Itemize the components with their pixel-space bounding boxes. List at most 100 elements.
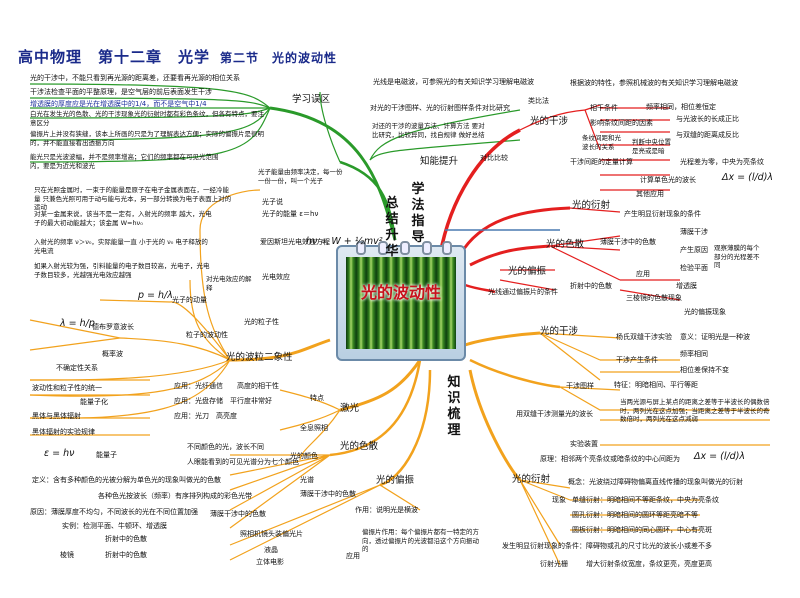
k-condition: 干涉产生条件 xyxy=(616,356,658,364)
lambda-formula: λ = h/p xyxy=(60,318,95,329)
k-disk: 圆板衍射：明暗相间的同心圆环，中心有亮斑 xyxy=(572,526,712,534)
binder-ring-icon xyxy=(400,241,410,255)
misconception-item: 干涉法检查平面的平整原理，是空气层的前后表面发生干涉 xyxy=(30,88,212,96)
ability-item: 对还的干涉的波量方法、计算方法 要对比研究，比较异同，找自规律 做好总结 xyxy=(372,122,485,139)
ability-item: 对比比较 xyxy=(480,154,508,162)
k-ds-note: 当两光源与屏上某点的距离之差等于半波长的偶数倍时，两列光在这点加强；当距离之差等… xyxy=(620,398,770,423)
k-obvious: 发生明显衍射现象的条件：障碍物或孔的尺寸比光的波长小或差不多 xyxy=(502,542,712,550)
int-item: 条纹间距和光波长的关系 xyxy=(582,134,621,151)
center-node: 光的波动性 xyxy=(336,241,466,361)
int-item: 计算单色光的波长 xyxy=(640,176,696,184)
prism-spec: 折射中的色散 xyxy=(105,551,147,559)
misconception-item: 增透膜的厚度应是光在增透膜中的1/4，而不是空气中1/4 xyxy=(30,100,207,108)
node-misconceptions: 学习误区 xyxy=(292,94,331,105)
page-title: 高中物理 第十二章 光学第二节 光的波动性 xyxy=(18,48,338,66)
photon-note: 光子说 xyxy=(262,198,283,206)
node-prob-wave: 概率波 xyxy=(102,350,123,358)
center-label: 光的波动性 xyxy=(360,283,441,302)
k-single-slit: 单缝衍射：明暗相间不等距条纹，中央为亮条纹 xyxy=(572,496,719,504)
int-item: 光程差为零，中央为亮条纹 xyxy=(680,158,764,166)
misconception-item: 白光在发生光的色散、光的干涉现象光的衍射时都有彩色条纹，但各有特点，要注意区分 xyxy=(30,110,264,127)
int-item: 判断中央位置是亮或是暗 xyxy=(632,138,671,155)
branch-knowledge: 知识梳理 xyxy=(447,375,461,438)
energy-note: 只在光照金属时，一束于的能量是原子在电子金属表面在，一经冷能量 只兼色光照可用于… xyxy=(34,186,232,211)
node-photoelectric: 对光电效应的解释 xyxy=(206,275,252,292)
dispersion-definition: 定义：含有多种颜色的光被分解为单色光的现象叫做光的色散 xyxy=(32,476,221,484)
node-photoelectric-effect: 光电效应 xyxy=(262,273,290,281)
disp-item: 增透膜 xyxy=(676,282,697,290)
k-cond: 相位差保持不变 xyxy=(680,366,729,374)
polar-desc: 偏振片作用：每个偏振片都有一特定的方向，透过偏振片的光波都沿这个方向振动的 xyxy=(362,528,479,553)
disp-item: 检验平面 xyxy=(680,264,708,272)
k-phenom: 现象 xyxy=(552,496,566,504)
node-dispersion: 光的色散 xyxy=(340,441,379,452)
node-compare: 类比法 xyxy=(528,97,549,105)
node-matter-wave: 德布罗意波长 xyxy=(92,323,134,331)
int-item: 其他应用 xyxy=(636,190,664,198)
method-deltax: Δx = (l/d)λ xyxy=(722,172,774,183)
node-uncertainty: 不确定性关系 xyxy=(56,364,98,372)
disp-item: 产生原因 xyxy=(680,246,708,254)
int-item: 频率相同，相位差恒定 xyxy=(646,103,716,111)
node-laser-props: 特点 xyxy=(310,394,324,402)
node-photon-momentum: 光子的动量 xyxy=(172,296,207,304)
misconception-item: 光的干涉中，不能只看到再光源的距离差，还要看再光源的相位关系 xyxy=(30,74,240,82)
disp-item: 光的偏振现象 xyxy=(684,308,726,316)
node-film-disp: 薄膜干涉中的色散 xyxy=(210,510,266,518)
node-duality: 光的波粒二象性 xyxy=(226,352,293,363)
node-prism-disp: 折射中的色散 xyxy=(105,535,147,543)
k-pattern: 干涉图样 xyxy=(566,382,594,390)
photon-note: 光子的能量 ε＝hν xyxy=(262,210,319,218)
node-method-polar: 光的偏振 xyxy=(508,266,547,277)
k-cond: 频率相同 xyxy=(680,350,708,358)
binder-ring-icon xyxy=(378,241,388,255)
energy-note: 入射光的频率 ν＞ν₀，实际能量一直 小于光的 ν₀ 电子释放的光电流 xyxy=(34,238,208,255)
k-formula: Δx = (l/d)λ xyxy=(694,451,746,462)
binder-ring-icon xyxy=(442,241,452,255)
laser-app: 应用：光纤通信 高度的相干性 xyxy=(174,382,279,390)
polar-app: 立体电影 xyxy=(256,558,284,566)
node-wave-particle: 粒子的波动性 xyxy=(186,331,228,339)
dispersion-item: 人眼能看到的可见光谱分为七个颜色 xyxy=(187,458,299,466)
diff-item: 产生明显衍射现象的条件 xyxy=(624,210,701,218)
k-concept: 概念：光波绕过障碍物偏离直线传播的现象叫做光的衍射 xyxy=(568,478,743,486)
k-pattern-note: 特征：明暗相间、平行等距 xyxy=(614,381,698,389)
bamboo-image xyxy=(346,257,456,349)
k-int-meaning: 意义：证明光是一种波 xyxy=(680,333,750,341)
node-k-diffraction: 光的衍射 xyxy=(512,474,551,485)
laser-app: 应用：光刀 高亮度 xyxy=(174,412,237,420)
ability-item: 光线是电磁波，可参照光的有关知识学习理解电磁波 xyxy=(373,78,534,86)
energy-formula: ε = hν xyxy=(44,448,75,459)
momentum-formula: p = h/λ xyxy=(138,290,173,301)
k-grating: 衍射光栅 xyxy=(540,560,568,568)
k-experiment: 实验装置 xyxy=(570,440,598,448)
binder-ring-icon xyxy=(356,241,366,255)
duality-item: 黑体辐射的实验规律 xyxy=(32,428,95,436)
dispersion-item: 不同颜色的光，波长不同 xyxy=(187,443,264,451)
film-example: 原因：薄膜厚度不均匀，不同波长的光在不同位置加强 xyxy=(30,508,198,516)
compare-note: 根据波的特性，参照机械波的有关知识学习理解电磁波 xyxy=(570,79,738,87)
einstein-formula: hν = W + ½mv² xyxy=(306,236,383,247)
node-application: 应用 xyxy=(346,552,360,560)
disp-item: 三棱镜的色散现象 xyxy=(626,294,682,302)
misconception-item: 能光只是光波波幅，并不是频率增高；它们的频率都在可见光范围内，要是为近光和波光 xyxy=(30,153,219,170)
k-grating-note: 增大衍射条纹宽度，条纹更亮，亮度更高 xyxy=(586,560,712,568)
node-color-disp: 薄膜干涉中的色散 xyxy=(300,490,356,498)
binder-ring-icon xyxy=(422,241,432,255)
node-prism: 棱镜 xyxy=(60,551,74,559)
polar-note: 作用：说明光是横波 xyxy=(355,506,418,514)
disp-item: 薄膜干涉中的色散 xyxy=(600,238,656,246)
spectrum-desc: 各种色光按波长（频率）有序排列构成的彩色光带 xyxy=(98,492,252,500)
int-item: 相干条件 xyxy=(590,104,618,112)
film-application: 实例：检测平面、牛顿环、增透膜 xyxy=(62,522,167,530)
disp-item: 薄膜干涉 xyxy=(680,228,708,236)
node-spectrum: 光谱 xyxy=(300,476,314,484)
laser-app: 应用：光盘存储 平行度非常好 xyxy=(174,397,272,405)
k-double-slit: 用双缝干涉测量光的波长 xyxy=(516,410,593,418)
int-item: 干涉间距的定量计算 xyxy=(570,158,633,166)
node-ability: 知能提升 xyxy=(420,156,459,167)
node-polarization: 光的偏振 xyxy=(376,475,415,486)
k-circular: 圆孔衍射：明暗相间的圆环等距亮暗不等 xyxy=(572,511,698,519)
node-method-dispersion: 光的色散 xyxy=(546,239,585,250)
